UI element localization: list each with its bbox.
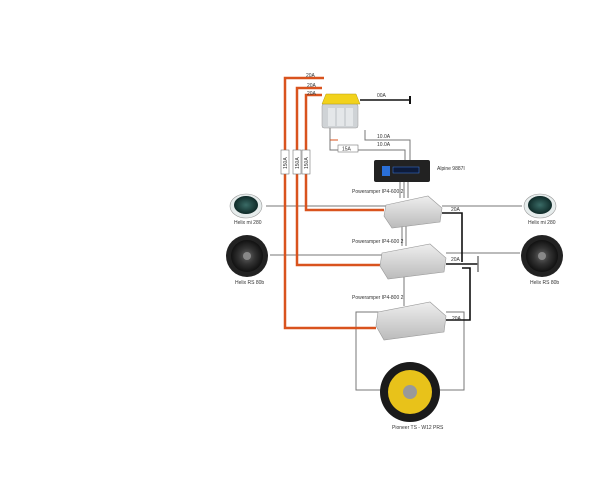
amp-ground-label-1: 20A bbox=[451, 207, 461, 213]
subwoofer-label: Pioneer TS - W12 PRS bbox=[392, 425, 444, 431]
head-label-2: 10.0A bbox=[377, 142, 391, 148]
amp-label-2: Poweramper IP4-600 2 bbox=[352, 239, 404, 245]
fuse-2 bbox=[292, 149, 302, 175]
fuse-label-3: 150A bbox=[283, 157, 289, 169]
ground-wires bbox=[360, 99, 478, 321]
amp-ground-1 bbox=[442, 212, 463, 262]
sub-wire-right bbox=[438, 311, 465, 391]
amp-label-3: Poweramper IP4-800 2 bbox=[352, 295, 404, 301]
subwoofer bbox=[380, 362, 440, 422]
head-fuse bbox=[337, 144, 359, 153]
amplifier-2 bbox=[379, 243, 447, 280]
head-unit-label: Alpine 9887I bbox=[437, 166, 465, 172]
rca-wires-1 bbox=[399, 182, 409, 198]
woofer-left-label: Helix RS 80b bbox=[235, 280, 264, 286]
sub-wire-left bbox=[355, 311, 382, 391]
tweeter-right bbox=[523, 193, 557, 219]
head-label-1: 10.0A bbox=[377, 134, 391, 140]
rca-wires-2 bbox=[401, 226, 407, 246]
fuse-1 bbox=[301, 149, 311, 175]
power-label-1: 20A bbox=[307, 91, 317, 97]
woofer-left bbox=[226, 235, 268, 277]
amp-ground-2-3 bbox=[446, 263, 478, 321]
battery bbox=[321, 93, 361, 129]
head-battery-wire bbox=[364, 130, 411, 160]
head-fuse-label: 15A bbox=[342, 147, 352, 153]
amp-ground-label-3: 20A bbox=[452, 316, 462, 322]
power-wire-3 bbox=[283, 76, 376, 330]
fuse-3 bbox=[280, 149, 290, 175]
head-unit bbox=[374, 160, 430, 182]
amplifier-3 bbox=[375, 301, 447, 341]
power-label-3: 20A bbox=[306, 73, 316, 79]
woofer-right bbox=[521, 235, 563, 277]
power-label-2: 20A bbox=[307, 83, 317, 89]
fuse-label-2: 150A bbox=[295, 157, 301, 169]
tweeter-left bbox=[229, 193, 263, 219]
power-wire-2 bbox=[295, 86, 380, 267]
amp-ground-label-2: 20A bbox=[451, 257, 461, 263]
woofer-right-label: Helix RS 80b bbox=[530, 280, 559, 286]
amplifier-1 bbox=[383, 195, 443, 229]
tweeter-left-label: Helix mi 280 bbox=[234, 220, 262, 226]
fuses: 150A 150A 150A 15A bbox=[280, 144, 359, 175]
fuse-label-1: 150A bbox=[304, 157, 310, 169]
signal-wires bbox=[266, 128, 522, 391]
tweeter-right-label: Helix mi 280 bbox=[528, 220, 556, 226]
ground-label: 00A bbox=[377, 93, 387, 99]
amp-label-1: Poweramper IP4-600 2 bbox=[352, 189, 404, 195]
head-power-wire bbox=[329, 128, 406, 162]
